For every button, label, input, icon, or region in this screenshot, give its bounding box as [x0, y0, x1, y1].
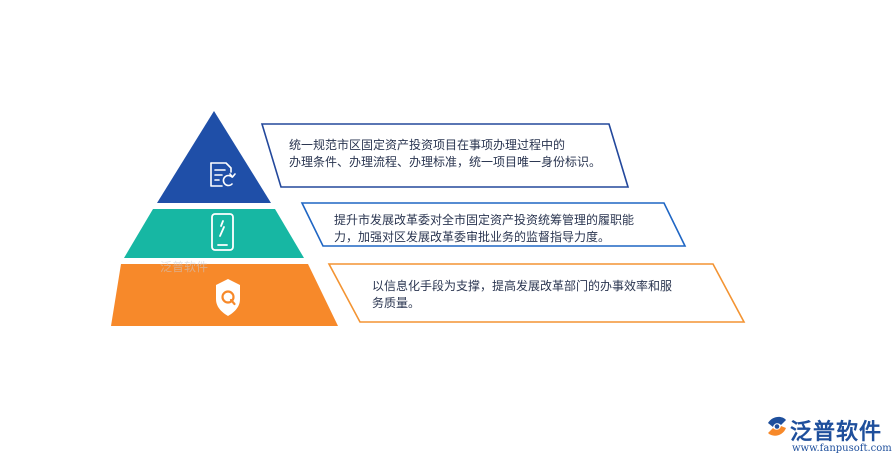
- tier-1-line-1: 统一规范市区固定资产投资项目在事项办理过程中的: [289, 138, 566, 152]
- tier-3-line-1: 以信息化手段为支撑，提高发展改革部门的办事效率和服: [372, 279, 673, 293]
- tier-2-line-1: 提升市发展改革委对全市固定资产投资统筹管理的履职能: [334, 213, 635, 227]
- tablet-icon: [211, 213, 234, 251]
- pyramid-tier-middle: [124, 209, 304, 258]
- tier-3-line-2: 务质量。: [372, 296, 421, 310]
- fanpu-logo-icon: [768, 416, 786, 436]
- tier-2-line-2: 力，加强对区发展改革委审批业务的监督指导力度。: [334, 230, 611, 244]
- text-box-2-frame: [300, 202, 687, 247]
- shield-q-icon: [216, 279, 240, 316]
- pyramid-tier-top: [157, 111, 271, 203]
- document-refresh-icon: [210, 162, 236, 187]
- brand-logo-name: 泛普软件: [790, 420, 883, 445]
- tier-2-text: 提升市发展改革委对全市固定资产投资统筹管理的履职能 力，加强对区发展改革委审批业…: [334, 212, 634, 246]
- tier-1-text: 统一规范市区固定资产投资项目在事项办理过程中的 办理条件、办理流程、办理标准，统…: [289, 137, 601, 171]
- text-box-3-frame: [327, 263, 746, 323]
- tier-3-text: 以信息化手段为支撑，提高发展改革部门的办事效率和服 务质量。: [372, 278, 672, 312]
- brand-logo-url: www.fanpusoft.com: [792, 443, 892, 454]
- watermark-text: 泛普软件: [160, 260, 209, 274]
- tier-1-line-2: 办理条件、办理流程、办理标准，统一项目唯一身份标识。: [289, 155, 602, 169]
- text-box-1-frame: [260, 123, 630, 188]
